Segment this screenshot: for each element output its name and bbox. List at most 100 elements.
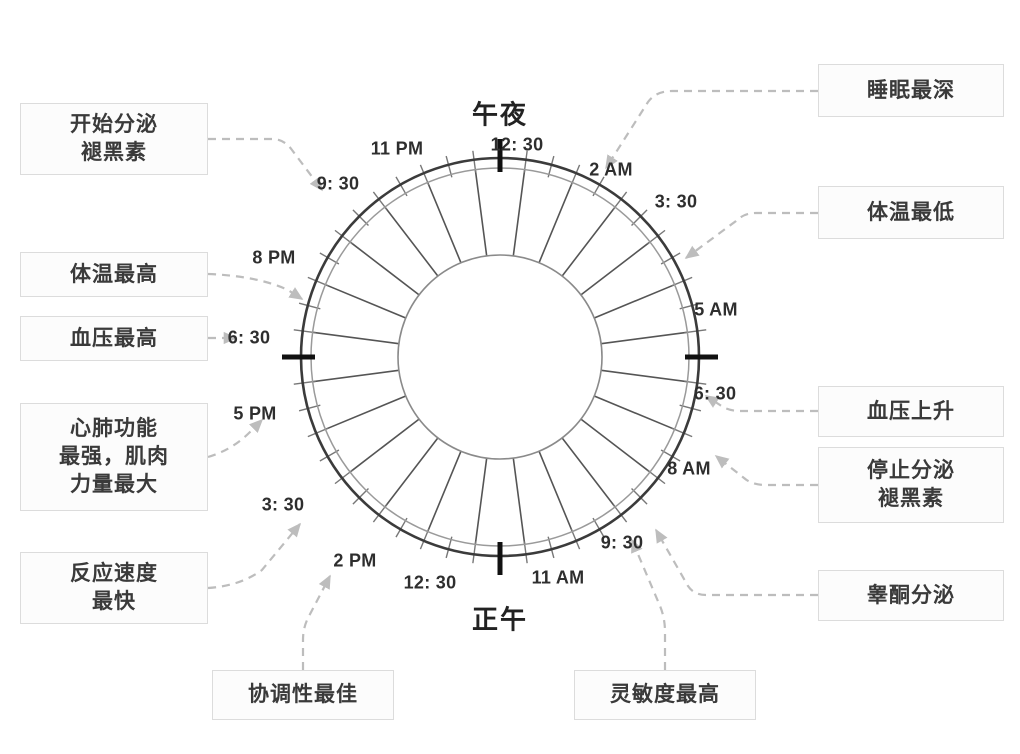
callout-melatonin-stop[interactable]: 停止分泌 褪黑素 <box>818 447 1004 523</box>
clock-tick <box>647 469 666 485</box>
time-6-30-am: 6: 30 <box>693 383 737 404</box>
clock-spoke <box>350 241 420 296</box>
callout-body-temp-highest[interactable]: 体温最高 <box>20 252 208 297</box>
connector-body-temp-highest <box>207 272 304 300</box>
clock-tick <box>419 164 430 186</box>
time-11-pm: 11 PM <box>370 138 424 159</box>
clock-spoke <box>600 331 688 345</box>
connector-body-temp-lowest <box>684 211 818 259</box>
clock-tick <box>445 536 453 559</box>
clock-spoke <box>427 182 462 264</box>
clock-spoke <box>561 207 616 277</box>
clock-tick <box>660 252 681 265</box>
clock-tick <box>570 164 581 186</box>
clock-tick <box>671 427 693 438</box>
clock-tick <box>547 155 555 178</box>
clock-tick <box>293 329 316 334</box>
clock-outer-ring <box>299 156 701 558</box>
clock-tick <box>352 488 369 505</box>
clock-spoke <box>427 450 462 532</box>
clock-spoke <box>538 450 573 532</box>
callout-blood-pressure-rising[interactable]: 血压上升 <box>818 386 1004 437</box>
clock-tick <box>319 252 340 265</box>
connector-melatonin-stop <box>714 455 818 487</box>
clock-tick <box>671 276 693 287</box>
clock-tick <box>352 209 369 226</box>
clock-tick <box>612 504 628 523</box>
clock-spoke <box>384 207 439 277</box>
clock-spoke <box>561 437 616 507</box>
clock-hub-circle <box>397 254 603 460</box>
time-2-pm: 2 PM <box>333 550 377 571</box>
clock-tick <box>419 528 430 550</box>
connector-cardio-muscle-peak <box>207 418 264 459</box>
time-6-30-pm: 6: 30 <box>227 327 271 348</box>
clock-tick <box>647 229 666 245</box>
clock-tick <box>612 191 628 210</box>
time-2-am: 2 AM <box>589 159 633 180</box>
clock-layer <box>282 139 718 575</box>
time-8-am: 8 AM <box>667 458 711 479</box>
callout-body-temp-lowest[interactable]: 体温最低 <box>818 186 1004 239</box>
connector-testosterone <box>655 528 818 597</box>
clock-spoke <box>350 418 420 473</box>
callout-reaction-fastest[interactable]: 反应速度 最快 <box>20 552 208 624</box>
clock-spoke <box>474 169 488 257</box>
clock-tick <box>472 541 477 564</box>
time-9-30-pm: 9: 30 <box>316 173 360 194</box>
clock-spoke <box>512 169 526 257</box>
clock-tick <box>547 536 555 559</box>
time-12-30-pm: 12: 30 <box>403 572 457 593</box>
clock-tick <box>307 427 329 438</box>
clock-tick <box>395 517 408 538</box>
time-5-pm: 5 PM <box>233 403 277 424</box>
clock-tick <box>631 488 648 505</box>
connector-best-coordination <box>301 574 331 670</box>
clock-tick <box>445 155 453 178</box>
clock-tick <box>319 449 340 462</box>
time-8-pm: 8 PM <box>252 247 296 268</box>
time-5-am: 5 AM <box>694 299 738 320</box>
clock-spoke <box>593 284 675 319</box>
clock-tick <box>472 150 477 173</box>
clock-anchor-midnight: 午夜 <box>471 99 529 130</box>
clock-spoke <box>474 457 488 545</box>
connector-melatonin-start <box>208 137 323 192</box>
clock-spoke <box>512 457 526 545</box>
clock-tick <box>293 380 316 385</box>
connector-reaction-fastest <box>207 522 301 590</box>
callout-highest-sensitivity[interactable]: 灵敏度最高 <box>574 670 756 720</box>
clock-tick <box>334 469 353 485</box>
clock-tick <box>523 541 528 564</box>
time-3-30-pm: 3: 30 <box>261 494 305 515</box>
time-3-30-am: 3: 30 <box>654 191 698 212</box>
time-11-am: 11 AM <box>531 567 585 588</box>
clock-spoke <box>593 395 675 430</box>
clock-tick <box>298 404 321 412</box>
clock-tick <box>679 404 702 412</box>
callout-melatonin-start[interactable]: 开始分泌 褪黑素 <box>20 103 208 175</box>
clock-spoke <box>580 241 650 296</box>
clock-ring-inner-edge <box>310 167 690 547</box>
clock-spoke <box>312 331 400 345</box>
callout-testosterone-secretion[interactable]: 睾酮分泌 <box>818 570 1004 621</box>
clock-spoke <box>580 418 650 473</box>
clock-spoke <box>600 369 688 383</box>
clock-tick <box>395 176 408 197</box>
callout-cardio-muscle-peak[interactable]: 心肺功能 最强，肌肉 力量最大 <box>20 403 208 511</box>
connector-deepest-sleep <box>605 89 818 170</box>
clock-spoke <box>312 369 400 383</box>
time-9-30-am: 9: 30 <box>600 532 644 553</box>
callout-deepest-sleep[interactable]: 睡眠最深 <box>818 64 1004 117</box>
callout-best-coordination[interactable]: 协调性最佳 <box>212 670 394 720</box>
clock-anchor-noon: 正午 <box>471 604 529 635</box>
clock-tick <box>298 302 321 310</box>
callout-blood-pressure-highest[interactable]: 血压最高 <box>20 316 208 361</box>
clock-spoke <box>325 395 407 430</box>
clock-spoke <box>325 284 407 319</box>
connector-layer <box>207 89 818 670</box>
connector-highest-sensitivity <box>630 538 667 670</box>
clock-spoke <box>538 182 573 264</box>
clock-tick <box>570 528 581 550</box>
